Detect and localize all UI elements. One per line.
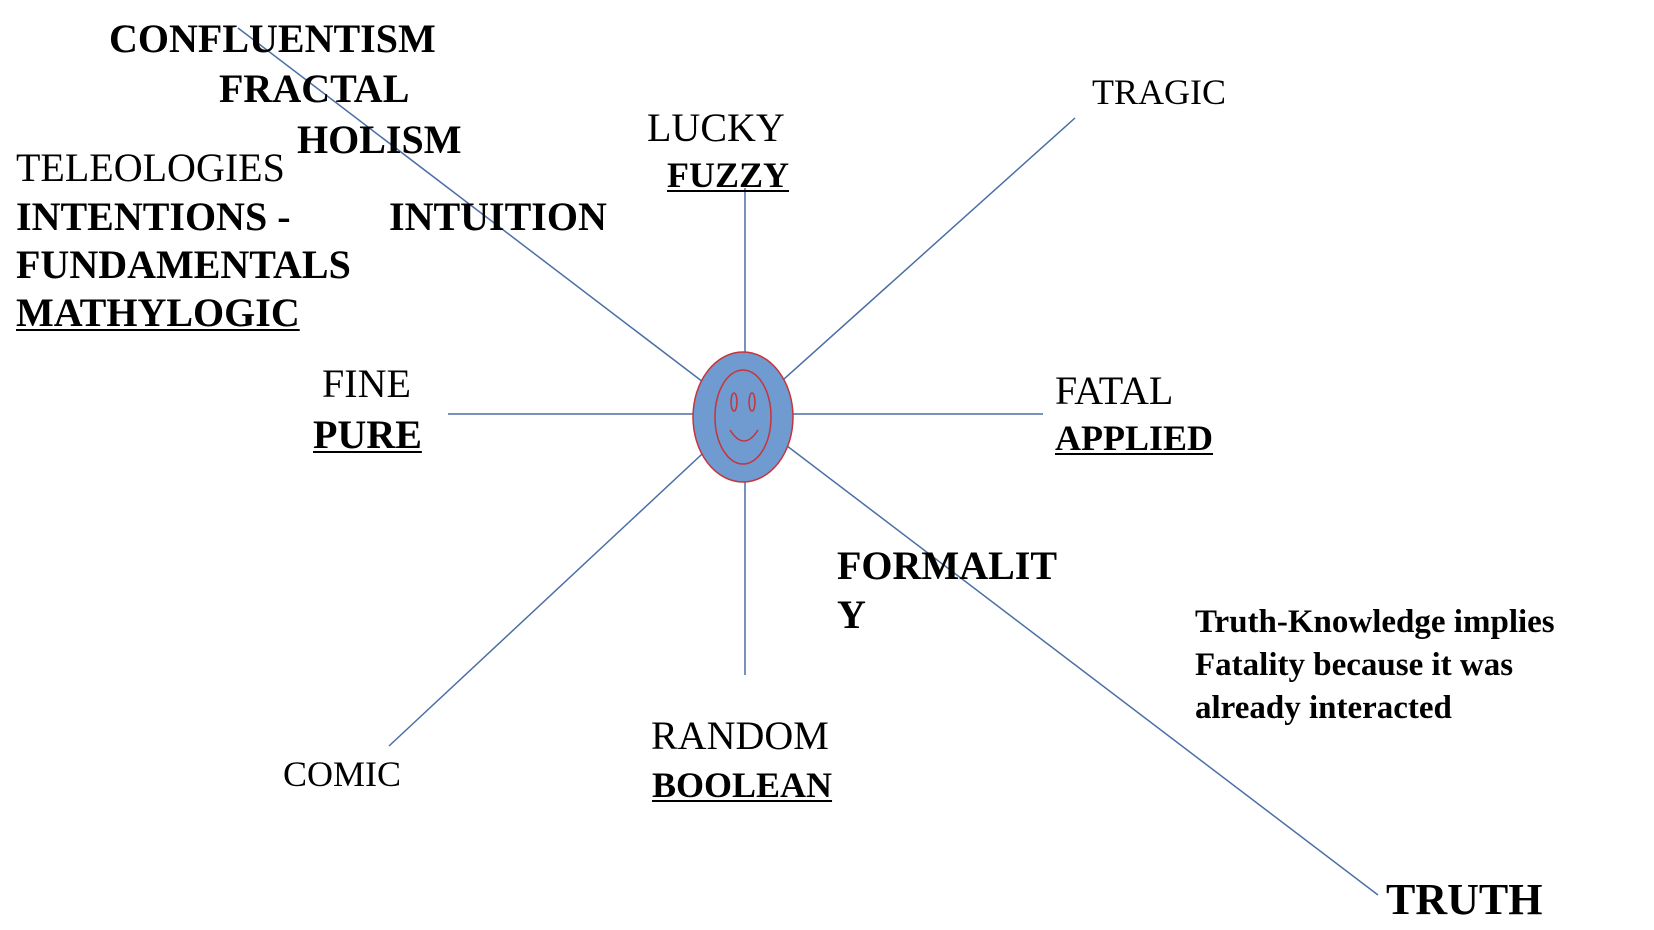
label-mathylogic: MATHYLOGIC — [16, 290, 300, 335]
label-tragic: TRAGIC — [1092, 72, 1226, 112]
spoke-down-left — [388, 413, 746, 747]
smiley-face-icon — [692, 351, 794, 483]
label-formality-line2: Y — [837, 592, 866, 637]
spoke-up-right — [744, 117, 1076, 415]
label-intuition: INTUITION — [389, 194, 607, 239]
spoke-down-right — [744, 413, 1379, 896]
label-holism: HOLISM — [297, 117, 462, 162]
truth-note-line3: already interacted — [1195, 690, 1452, 726]
label-comic: COMIC — [283, 754, 402, 794]
label-lucky: LUCKY — [647, 105, 785, 150]
label-truth: TRUTH — [1386, 875, 1543, 924]
label-pure: PURE — [313, 412, 422, 457]
label-fatal: FATAL — [1055, 368, 1174, 413]
truth-note-line1: Truth-Knowledge implies — [1195, 604, 1555, 640]
spoke-up-left — [237, 27, 746, 415]
label-formality-line1: FORMALIT — [837, 543, 1057, 588]
label-fuzzy: FUZZY — [667, 155, 790, 195]
truth-note: Truth-Knowledge implies Fatality because… — [1195, 601, 1555, 730]
label-fractal: FRACTAL — [219, 66, 410, 111]
label-confluentism: CONFLUENTISM — [109, 16, 436, 61]
truth-note-line2: Fatality because it was — [1195, 647, 1514, 683]
label-intentions: INTENTIONS - — [16, 194, 291, 239]
label-fine: FINE — [322, 361, 411, 406]
label-fundamentals: FUNDAMENTALS — [16, 242, 351, 287]
label-applied: APPLIED — [1055, 418, 1214, 458]
label-boolean: BOOLEAN — [652, 765, 833, 805]
label-random: RANDOM — [651, 713, 829, 758]
label-teleologies: TELEOLOGIES — [16, 145, 285, 190]
